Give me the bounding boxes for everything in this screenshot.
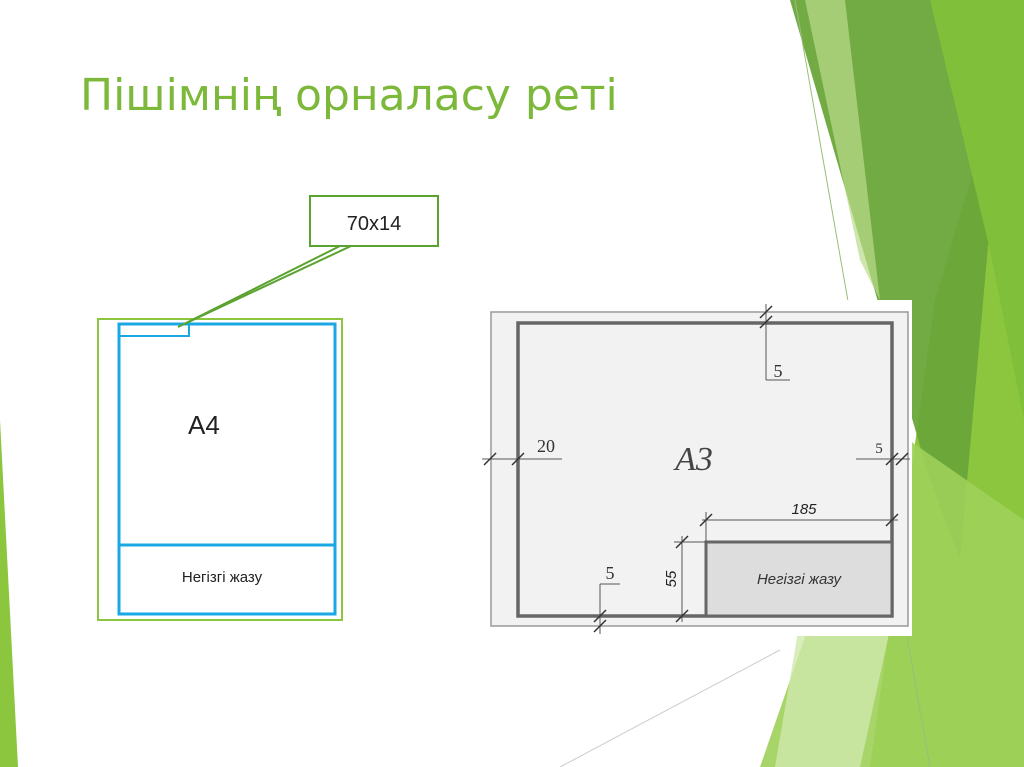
- deco-facet: [805, 0, 880, 300]
- a4-sheet-label: A4: [188, 410, 220, 440]
- slide-title: Пішімнің орналасу реті: [80, 70, 618, 121]
- dim-tick: [593, 609, 607, 623]
- dim-tick: [895, 452, 909, 466]
- dim-tick: [759, 315, 773, 329]
- dim-label-left-margin: 20: [537, 436, 555, 456]
- dim-tick: [675, 535, 689, 549]
- dim-label-top-margin: 5: [774, 361, 783, 381]
- dim-tick: [885, 513, 899, 527]
- a3-diagram: A3 Негізгі жазу 5 20 5 185 55 5: [482, 300, 912, 636]
- dim-tick: [885, 452, 899, 466]
- a4-callout-box: [309, 195, 439, 247]
- dim-tick: [699, 513, 713, 527]
- dim-label-right-margin: 5: [875, 441, 883, 457]
- a4-diagram: 70x14 A4 Негізгі жазу: [97, 195, 439, 621]
- dim-label-title-block-width: 185: [791, 501, 817, 518]
- deco-facet: [0, 420, 18, 767]
- dim-tick: [759, 305, 773, 319]
- a4-outer-border: [97, 318, 343, 621]
- a4-small-block: [118, 323, 190, 337]
- a4-callout-pointer: [177, 245, 352, 328]
- a3-title-block: [704, 540, 894, 618]
- dim-tick: [593, 619, 607, 633]
- dim-tick: [511, 452, 525, 466]
- deco-line: [559, 649, 781, 767]
- a4-callout-text: 70x14: [347, 213, 402, 235]
- deco-facet: [930, 0, 1024, 420]
- dim-label-title-block-height: 55: [663, 570, 680, 587]
- a3-sheet-label: A3: [673, 441, 713, 478]
- a4-frame: [117, 322, 337, 616]
- dim-tick: [675, 609, 689, 623]
- a4-title-block-label: Негізгі жазу: [182, 569, 263, 586]
- dim-tick: [483, 452, 497, 466]
- dim-label-bottom-margin: 5: [606, 563, 615, 583]
- a3-title-block-label: Негізгі жазу: [757, 571, 843, 588]
